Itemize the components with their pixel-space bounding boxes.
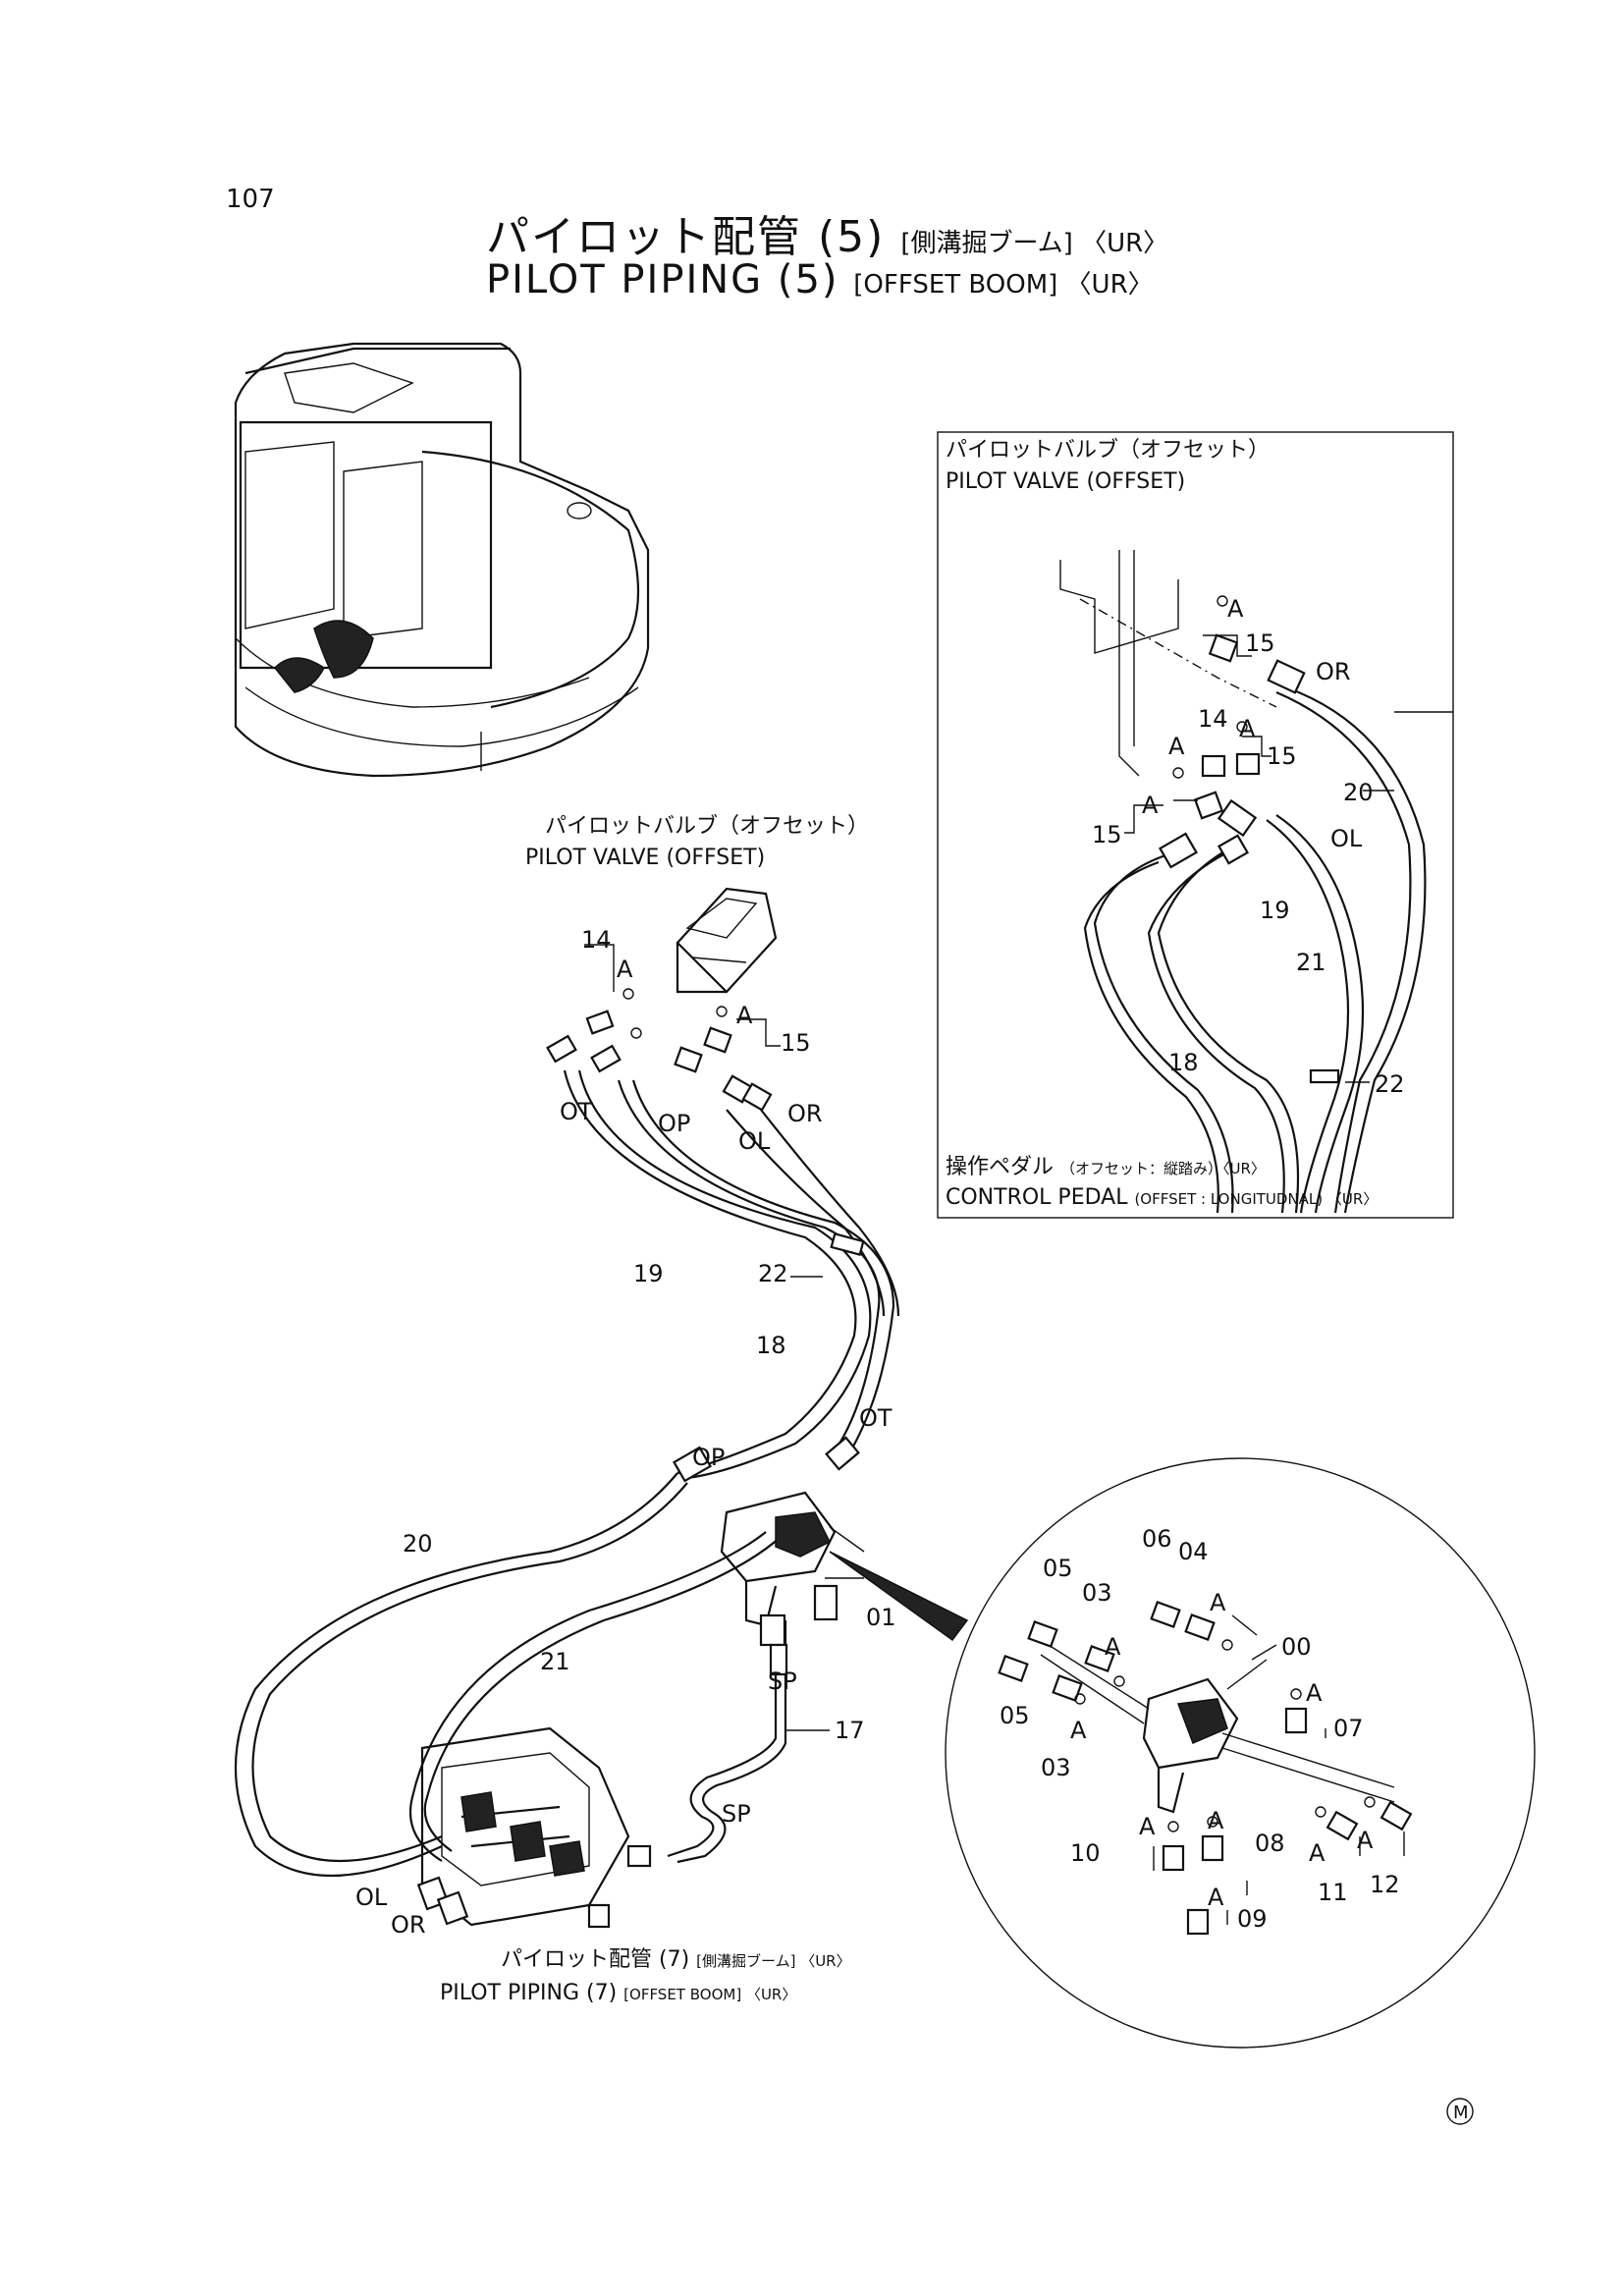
detail-a-label-1: A [1210,1589,1226,1616]
hose-bundle [234,1069,900,1877]
port-label-or-control: OR [391,1911,426,1939]
title-ja-sub: [側溝掘ブーム] 〈UR〉 [900,229,1169,258]
control-pedal-en-main: CONTROL PEDAL [946,1185,1128,1210]
inset-a-label-3: A [1168,733,1185,760]
detail-part-number-09: 09 [1237,1905,1268,1933]
control-pedal-caption-ja: 操作ペダル （オフセット：縦踏み）〈UR〉 [946,1155,1266,1179]
detail-part-number-04: 04 [1178,1538,1209,1565]
pilot-piping7-caption-en: PILOT PIPING (7) [OFFSET BOOM] 〈UR〉 [440,1981,796,2005]
part-number-17: 17 [835,1717,865,1744]
part-number-22: 22 [758,1260,788,1287]
control-pedal-caption-en: CONTROL PEDAL (OFFSET : LONGITUDNAL) 〈UR… [946,1185,1378,1210]
control-valve [416,1726,652,1929]
detail-a-label-8: A [1357,1827,1374,1854]
inset-a-label-2: A [1239,715,1256,742]
control-pedal-ja-sub: （オフセット：縦踏み）〈UR〉 [1060,1160,1266,1177]
m-mark: M [1446,2098,1474,2125]
detail-part-number-10: 10 [1070,1839,1101,1867]
inset-a-label-1: A [1227,595,1244,623]
pilot-piping7-en-main: PILOT PIPING (7) [440,1981,617,2005]
port-label-op-main: OP [658,1110,690,1137]
pilot-piping7-en-sub: [OFFSET BOOM] 〈UR〉 [623,1986,796,2003]
part-number-15: 15 [781,1029,811,1057]
a-label-15: A [736,1002,753,1029]
inset-valve-caption-ja: パイロットバルブ（オフセット） [946,438,1270,463]
detail-part-number-11: 11 [1318,1879,1348,1906]
inset-part-number-19: 19 [1260,897,1290,924]
pilot-valve-caption-en: PILOT VALVE (OFFSET) [525,846,765,870]
page-title-english: PILOT PIPING (5) [OFFSET BOOM] 〈UR〉 [486,257,1154,302]
detail-part-number-12: 12 [1370,1871,1400,1898]
port-label-op-lower: OP [692,1444,725,1471]
m-mark-letter: M [1453,2103,1469,2123]
port-label-sp-upper: SP [768,1667,797,1695]
detail-a-label-4: A [1306,1679,1323,1707]
detail-part-number-06: 06 [1142,1525,1172,1553]
detail-part-number-00: 00 [1281,1633,1312,1661]
pilot-piping7-ja-sub: [側溝掘ブーム] 〈UR〉 [696,1952,850,1970]
main-valve-fittings [546,988,773,1112]
page-title-japanese: パイロット配管 (5) [側溝掘ブーム] 〈UR〉 [486,201,1168,264]
port-label-ot-main: OT [560,1098,593,1125]
valve-offset-assembly [673,1436,860,1676]
excavator-overview [234,342,650,778]
part-number-labels: 14 15 19 22 18 20 21 01 17 15 14 15 15 2… [403,629,1405,1933]
inset-part-number-22: 22 [1375,1070,1405,1098]
detail-a-label-2: A [1105,1633,1121,1661]
part-number-20: 20 [403,1530,433,1558]
detail-a-label-7: A [1309,1839,1325,1867]
detail-part-number-03a: 03 [1082,1579,1112,1607]
detail-a-label-9: A [1208,1884,1224,1911]
detail-part-number-03b: 03 [1041,1754,1071,1781]
part-number-14: 14 [581,926,612,954]
inset-part-number-20: 20 [1343,779,1374,806]
pilot-piping7-caption-ja: パイロット配管 (7) [側溝掘ブーム] 〈UR〉 [501,1947,851,1972]
part-number-01: 01 [866,1604,896,1631]
a-label-14: A [617,956,633,983]
leader-lines [584,634,1405,1925]
inset-part-number-21: 21 [1296,949,1326,976]
detail-part-number-05b: 05 [1000,1702,1030,1729]
detail-a-label-6: A [1139,1813,1156,1840]
inset-part-number-15a: 15 [1245,629,1275,657]
control-pedal-en-sub: (OFFSET : LONGITUDNAL) 〈UR〉 [1134,1190,1378,1208]
title-en-sub: [OFFSET BOOM] 〈UR〉 [853,270,1154,300]
detail-a-label-5: A [1208,1807,1224,1834]
detail-circle [829,1457,1536,2049]
part-number-19: 19 [633,1260,664,1287]
detail-part-number-05a: 05 [1043,1555,1073,1582]
part-number-21: 21 [540,1648,570,1675]
page-number: 107 [226,185,275,214]
inset-part-number-14: 14 [1198,705,1228,733]
detail-a-label-3: A [1070,1717,1087,1744]
inset-box [937,431,1454,1219]
control-pedal-ja-main: 操作ペダル [946,1155,1054,1179]
inset-port-label-or: OR [1316,658,1351,685]
port-label-ol-control: OL [355,1884,388,1911]
inset-part-number-15c: 15 [1092,821,1122,848]
port-labels: OT OP OL OR OT OP SP SP OL OR OR OL A A … [355,595,1374,1939]
pilot-piping7-ja-main: パイロット配管 (7) [501,1947,689,1972]
inset-port-label-ol: OL [1330,825,1363,852]
detail-part-number-07: 07 [1333,1715,1364,1742]
pilot-valve-main [676,887,778,994]
part-number-18: 18 [756,1332,786,1359]
inset-part-number-18: 18 [1168,1049,1199,1076]
pilot-valve-caption-ja: パイロットバルブ（オフセット） [545,814,869,839]
port-label-or-main: OR [787,1100,823,1127]
title-en-main: PILOT PIPING (5) [486,257,839,302]
title-ja-main: パイロット配管 (5) [486,212,886,262]
port-label-sp-lower: SP [722,1800,751,1828]
detail-part-number-08: 08 [1255,1830,1285,1857]
port-label-ol-main: OL [738,1127,771,1155]
inset-part-number-15b: 15 [1267,742,1297,770]
inset-a-label-4: A [1142,792,1159,819]
port-label-ot-lower: OT [859,1404,893,1432]
inset-valve-caption-en: PILOT VALVE (OFFSET) [946,469,1185,494]
